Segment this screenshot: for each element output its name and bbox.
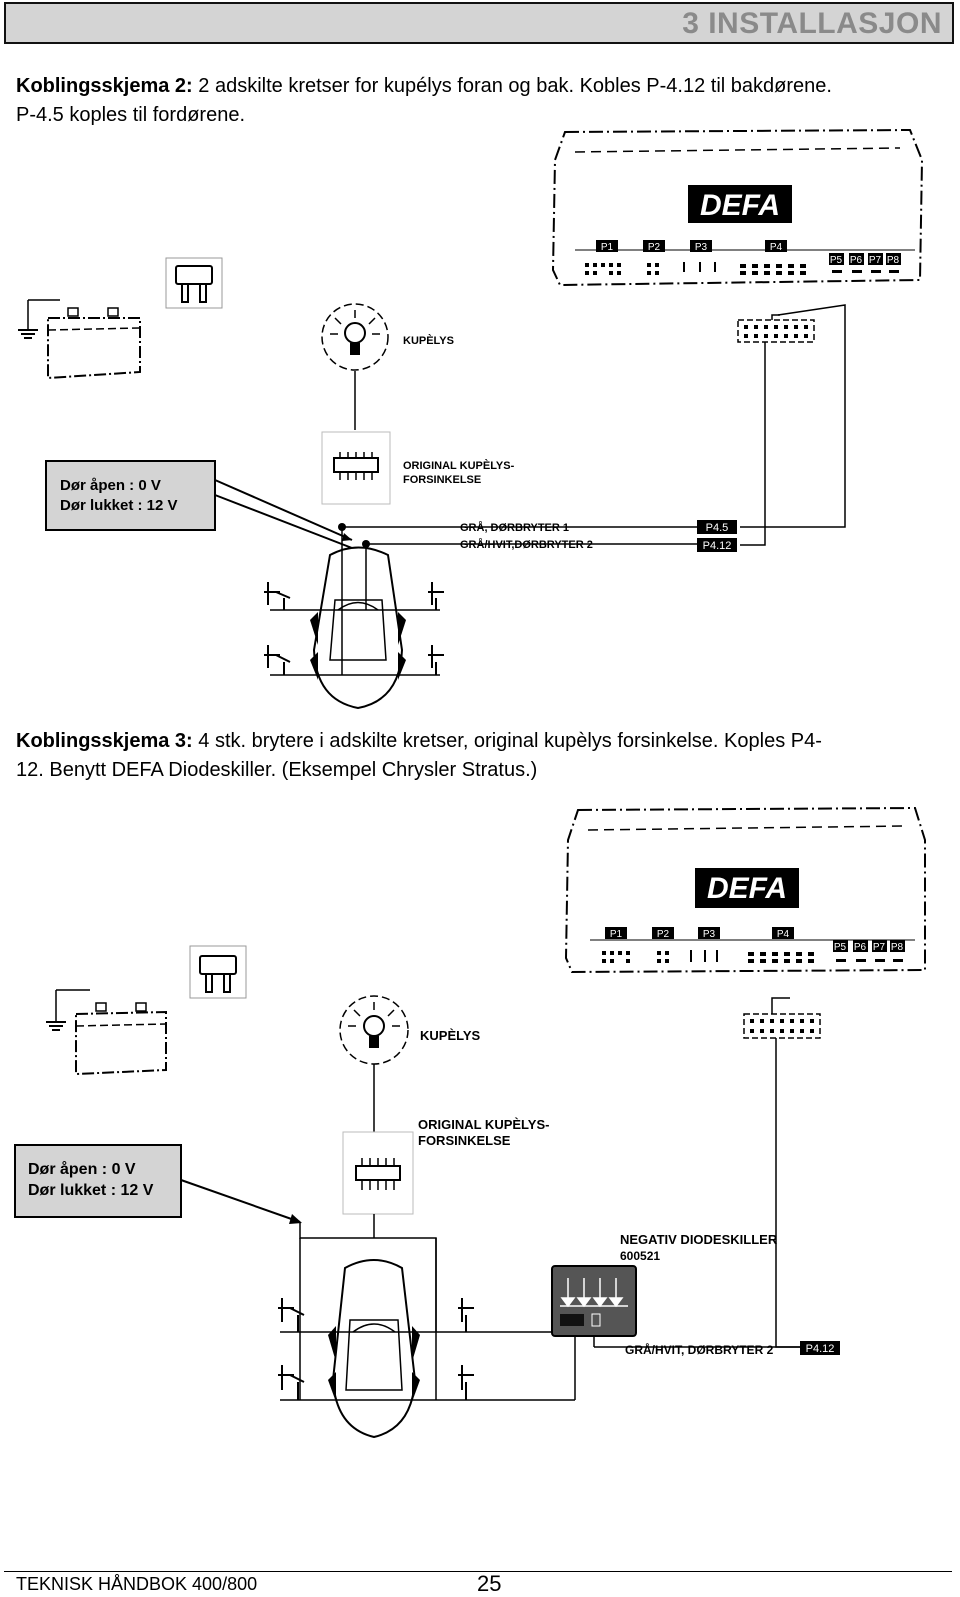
wire-label: GRÅ/HVIT, DØRBRYTER 2: [625, 1342, 774, 1357]
section2-paragraph: Koblingsskjema 2: 2 adskilte kretser for…: [16, 72, 832, 130]
wire-label-1: GRÅ, DØRBRYTER 1: [460, 521, 569, 534]
control-unit: DEFA P1 P2 P3 P4 P5 P6 P7 P8: [551, 128, 924, 287]
wiring-diagram-2: DEFA P1 P2 P3 P4 P5 P6 P7 P8: [14, 806, 926, 1439]
defa-logo: [695, 868, 799, 908]
footer-title: TEKNISK HÅNDBOK 400/800: [16, 1574, 258, 1594]
delay-module-icon: [321, 431, 391, 505]
section3-heading: Koblingsskjema 3:: [16, 730, 193, 752]
wire-label-2: GRÅ/HVIT,DØRBRYTER 2: [460, 538, 593, 551]
car-icon: [310, 546, 406, 710]
interior-lamp-icon: [321, 303, 389, 371]
door-open-label: Dør åpen : 0 V: [28, 1160, 136, 1178]
wiring-diagram-1: DEFA P1 P2 P3 P4 P5 P6 P7 P8: [18, 128, 924, 710]
diode-label-1: NEGATIV DIODESKILLER: [620, 1232, 778, 1247]
port-p8: P8: [891, 942, 904, 953]
port-p2: P2: [657, 929, 670, 940]
port-p4: P4: [770, 242, 783, 253]
section3-text-line2: 12. Benytt DEFA Diodeskiller. (Eksempel …: [16, 759, 538, 781]
port-p6: P6: [854, 942, 867, 953]
door-switch-icon: [278, 1298, 474, 1400]
defa-logo-text: DEFA: [700, 189, 780, 222]
connector-block: [743, 1013, 821, 1039]
header-bar: 3 INSTALLASJON: [4, 2, 954, 44]
page-number: 25: [477, 1571, 502, 1596]
port-p5: P5: [830, 255, 843, 266]
section3-paragraph: Koblingsskjema 3: 4 stk. brytere i adski…: [16, 727, 822, 785]
diode-splitter-icon: [551, 1265, 637, 1337]
connector-block: [737, 319, 815, 343]
port-p6: P6: [850, 255, 863, 266]
pin-label-p4-12: P4.12: [703, 540, 732, 552]
port-p1: P1: [610, 929, 623, 940]
page-section-title: 3 INSTALLASJON: [682, 7, 942, 40]
port-p7: P7: [873, 942, 886, 953]
pin-label-p4-12: P4.12: [806, 1343, 835, 1355]
port-p4: P4: [777, 929, 790, 940]
door-voltage-box: [45, 460, 216, 531]
delay-label-2: FORSINKELSE: [403, 474, 481, 486]
pin-label-p4-5: P4.5: [706, 522, 729, 534]
delay-module-icon: [342, 1131, 414, 1215]
port-p2: P2: [648, 242, 661, 253]
delay-label-1: ORIGINAL KUPÈLYS-: [418, 1117, 549, 1132]
interior-lamp-icon: [339, 995, 409, 1065]
section3-text: 4 stk. brytere i adskilte kretser, origi…: [192, 730, 822, 752]
door-open-label: Dør åpen : 0 V: [60, 477, 161, 494]
car-icon: [328, 1259, 420, 1439]
lamp-label: KUPÈLYS: [403, 334, 454, 347]
section2-text: 2 adskilte kretser for kupélys foran og …: [192, 75, 832, 97]
door-voltage-box: [14, 1144, 182, 1218]
defa-logo: [688, 185, 792, 223]
lamp-label: KUPÈLYS: [420, 1028, 481, 1043]
diode-label-2: 600521: [620, 1249, 660, 1263]
defa-logo-text: DEFA: [707, 872, 787, 905]
control-unit: DEFA P1 P2 P3 P4 P5 P6 P7 P8: [564, 806, 926, 974]
door-closed-label: Dør lukket : 12 V: [28, 1182, 154, 1199]
door-closed-label: Dør lukket : 12 V: [60, 497, 178, 514]
delay-label-1: ORIGINAL KUPÈLYS-: [403, 459, 515, 472]
port-p5: P5: [834, 942, 847, 953]
port-p3: P3: [703, 929, 716, 940]
footer-divider: [4, 1571, 952, 1572]
door-switch-icon: [264, 582, 444, 675]
port-p8: P8: [887, 255, 900, 266]
battery-icon: [46, 989, 167, 1076]
fuse-icon: [189, 945, 247, 999]
port-p3: P3: [695, 242, 708, 253]
fuse-icon: [165, 257, 223, 309]
delay-label-2: FORSINKELSE: [418, 1133, 511, 1148]
section2-text-line2: P-4.5 koples til fordørene.: [16, 104, 245, 126]
port-p1: P1: [601, 242, 614, 253]
section2-heading: Koblingsskjema 2:: [16, 75, 193, 97]
port-p7: P7: [869, 255, 882, 266]
battery-icon: [18, 299, 141, 380]
